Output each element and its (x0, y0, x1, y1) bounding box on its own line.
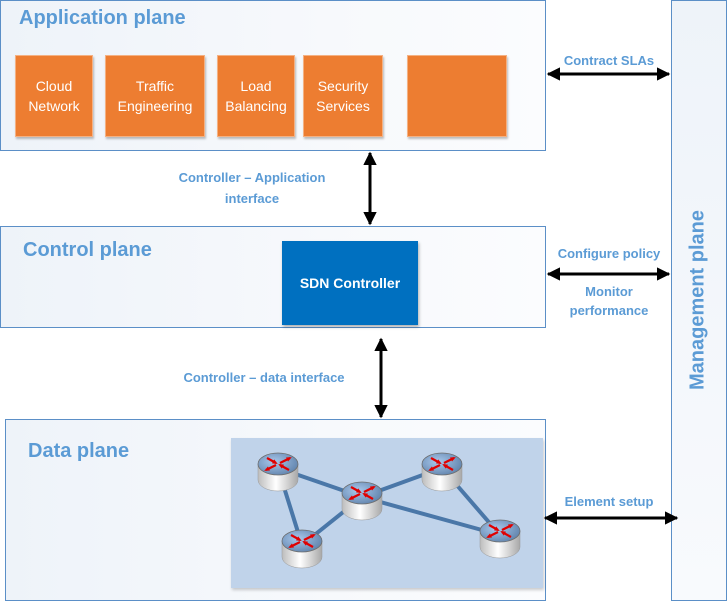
element-setup-label: Element setup (564, 494, 654, 509)
label-line1: Monitor (585, 284, 633, 299)
application-plane-title: Application plane (19, 7, 186, 29)
network-nodes (257, 452, 521, 569)
configure-policy-label: Configure policy (557, 246, 661, 261)
app-label-line2: Engineering (117, 98, 193, 114)
sdn-controller-label: SDN Controller (299, 275, 401, 291)
app-label-line1: Cloud (35, 78, 73, 94)
network-link (361, 495, 501, 537)
contract-slas-label: Contract SLAs (563, 53, 655, 68)
label-line2: performance (569, 303, 649, 318)
label-line2: interface (224, 191, 280, 206)
control-plane-title: Control plane (23, 239, 152, 261)
management-plane (671, 0, 727, 601)
router-icon (479, 519, 521, 559)
monitor-performance-label: Monitor performance (548, 282, 670, 320)
control-plane: Control plane (0, 226, 546, 328)
app-label-line1: Security (317, 78, 369, 94)
router-icon (421, 452, 463, 492)
sdn-controller: SDN Controller (282, 241, 418, 325)
router-icon (257, 452, 299, 492)
app-label-line2: Network (28, 98, 80, 114)
router-icon (281, 529, 323, 569)
label-line1: Controller – Application (178, 170, 326, 185)
data-plane-title: Data plane (28, 440, 130, 462)
app-placeholder (407, 55, 507, 137)
controller-data-interface-label: Controller – data interface (183, 370, 345, 385)
app-label-line1: Traffic (135, 78, 175, 94)
router-icon (341, 481, 383, 521)
app-label-line2: Balancing (225, 98, 287, 114)
app-label-line1: Load (240, 78, 272, 94)
app-label-line2: Services (316, 98, 370, 114)
controller-application-interface-label: Controller – Application interface (158, 167, 346, 209)
